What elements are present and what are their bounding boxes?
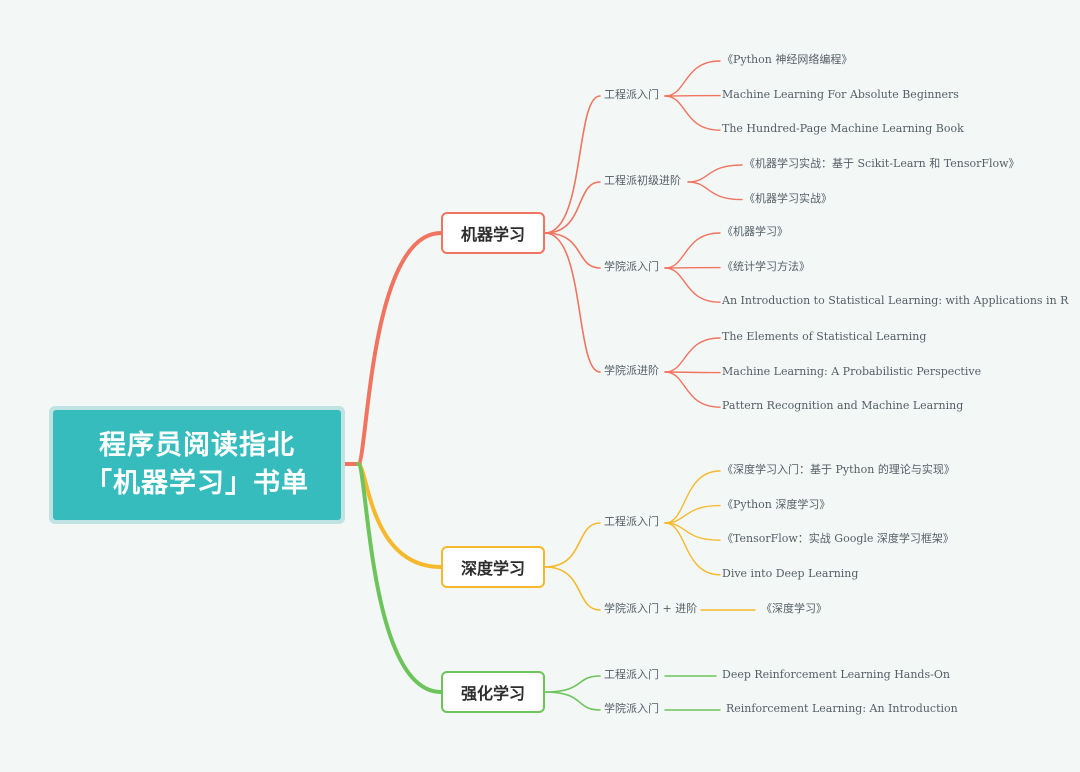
subcategory-to-book-edge — [664, 232, 721, 269]
root-node[interactable]: 程序员阅读指北 「机器学习」书单 — [53, 410, 341, 520]
book-title[interactable]: An Introduction to Statistical Learning:… — [722, 294, 1069, 308]
category-node[interactable]: 机器学习 — [441, 212, 545, 254]
subcategory-label[interactable]: 工程派入门 — [604, 88, 659, 101]
subcategory-label[interactable]: 工程派入门 — [604, 515, 659, 528]
root-to-category-edge — [356, 462, 443, 694]
book-title[interactable]: 《深度学习入门：基于 Python 的理论与实现》 — [722, 463, 955, 476]
subcategory-to-book-edge — [664, 95, 721, 131]
category-to-subcategory-edge — [544, 675, 601, 693]
subcategory-label[interactable]: 学院派入门 + 进阶 — [604, 602, 698, 615]
book-title[interactable]: 《深度学习》 — [761, 602, 827, 615]
book-title[interactable]: Dive into Deep Learning — [722, 566, 859, 580]
subcategory-to-book-edge — [664, 522, 721, 576]
category-to-subcategory-edge — [544, 566, 601, 611]
subcategory-label[interactable]: 学院派入门 — [604, 702, 659, 715]
subcategory-to-book-edge — [664, 371, 721, 408]
subcategory-label[interactable]: 学院派进阶 — [604, 364, 659, 377]
category-to-subcategory-edge — [544, 95, 601, 234]
subcategory-to-book-edge — [664, 371, 721, 374]
category-node[interactable]: 深度学习 — [441, 546, 545, 588]
book-title[interactable]: 《Python 深度学习》 — [722, 497, 831, 511]
book-title[interactable]: The Hundred-Page Machine Learning Book — [722, 122, 964, 136]
subcategory-label[interactable]: 学院派入门 — [604, 260, 659, 273]
subcategory-to-book-edge — [687, 164, 743, 183]
book-title[interactable]: 《TensorFlow：实战 Google 深度学习框架》 — [722, 532, 954, 546]
category-to-subcategory-edge — [544, 522, 601, 568]
book-title[interactable]: Machine Learning: A Probabilistic Perspe… — [722, 364, 982, 378]
category-to-subcategory-edge — [544, 181, 601, 234]
subcategory-to-book-edge — [664, 504, 721, 524]
book-title[interactable]: 《机器学习实战》 — [744, 191, 832, 205]
root-to-category-edge — [356, 231, 443, 466]
book-title[interactable]: 《机器学习》 — [722, 225, 788, 238]
category-to-subcategory-edge — [544, 232, 601, 269]
book-title[interactable]: Deep Reinforcement Learning Hands-On — [722, 668, 950, 681]
book-title[interactable]: 《机器学习实战：基于 Scikit-Learn 和 TensorFlow》 — [744, 157, 1020, 170]
category-to-subcategory-edge — [544, 232, 601, 373]
subcategory-to-book-edge — [664, 60, 721, 97]
book-title[interactable]: Reinforcement Learning: An Introduction — [726, 702, 958, 715]
book-title[interactable]: 《Python 神经网络编程》 — [722, 53, 853, 66]
category-to-subcategory-edge — [544, 691, 601, 711]
subcategory-to-book-edge — [687, 181, 743, 201]
book-title[interactable]: 《统计学习方法》 — [722, 259, 810, 273]
subcategory-label[interactable]: 工程派初级进阶 — [604, 174, 681, 187]
subcategory-to-book-edge — [664, 337, 721, 373]
subcategory-to-book-edge — [664, 470, 721, 524]
book-title[interactable]: Machine Learning For Absolute Beginners — [722, 87, 959, 101]
book-title[interactable]: Pattern Recognition and Machine Learning — [722, 399, 964, 413]
category-node[interactable]: 强化学习 — [441, 671, 545, 713]
subcategory-label[interactable]: 工程派入门 — [604, 668, 659, 681]
book-title[interactable]: The Elements of Statistical Learning — [722, 330, 927, 343]
root-title-line2: 「机器学习」书单 — [85, 468, 309, 499]
subcategory-to-book-edge — [664, 267, 721, 303]
root-title-line1: 程序员阅读指北 — [99, 430, 295, 461]
